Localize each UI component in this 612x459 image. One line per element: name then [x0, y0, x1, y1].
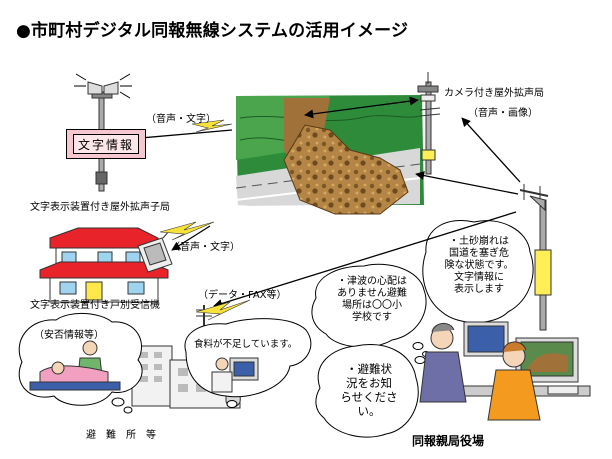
- sign-text: 文字情報: [73, 134, 139, 154]
- text-display-sign: 文字情報: [66, 129, 146, 159]
- camera-station-label: カメラ付き屋外拡声局: [444, 88, 544, 99]
- house-illustration: [39, 227, 169, 303]
- camera-loudspeaker-station: [417, 72, 441, 175]
- shelter-label: 避 難 所 等: [86, 430, 156, 441]
- outdoor-sign-station-label: 文字表示装置付き屋外拡声子局: [30, 202, 170, 213]
- evacuation-text: ・避難状 況をお知 らせくださ い。: [340, 362, 398, 418]
- city-hall-operators: [419, 321, 591, 421]
- city-hall-label: 同報親局役場: [412, 434, 485, 448]
- evacuation-status-bubble: [315, 344, 426, 438]
- parent-station-antenna: [519, 184, 552, 331]
- tsunami-text: ・津波の心配は ありません避難 場所は〇〇小 学校です: [337, 276, 407, 323]
- data-fax-label: （データ・FAX等）: [198, 290, 287, 301]
- signal-bolt-3: [195, 299, 251, 321]
- signal-bolt-2: [159, 221, 215, 241]
- voice-text-label-1: （音声・文字）: [146, 114, 216, 125]
- communication-arrows: [117, 96, 521, 308]
- page-title: ●市町村デジタル同報無線システムの活用イメージ: [16, 21, 409, 41]
- landslide-text: ・土砂崩れは 国道を塞ぎ危 険な状態です。 文字情報に 表示します: [444, 236, 514, 295]
- shelter-safety-label: （安否情報等）: [34, 330, 104, 341]
- voice-image-label: （音声・画像）: [468, 108, 538, 119]
- food-shortage-text: 食料が不足しています。: [194, 339, 298, 350]
- food-shortage-bubble: [184, 318, 312, 408]
- voice-text-label-2: （音声・文字）: [170, 242, 240, 253]
- shelter-safety-bubble: [18, 313, 143, 414]
- household-receiver-label: 文字表示装置付き戸別受信機: [30, 300, 160, 311]
- landslide-scene: [235, 95, 424, 230]
- signal-bolt-1: [191, 119, 233, 133]
